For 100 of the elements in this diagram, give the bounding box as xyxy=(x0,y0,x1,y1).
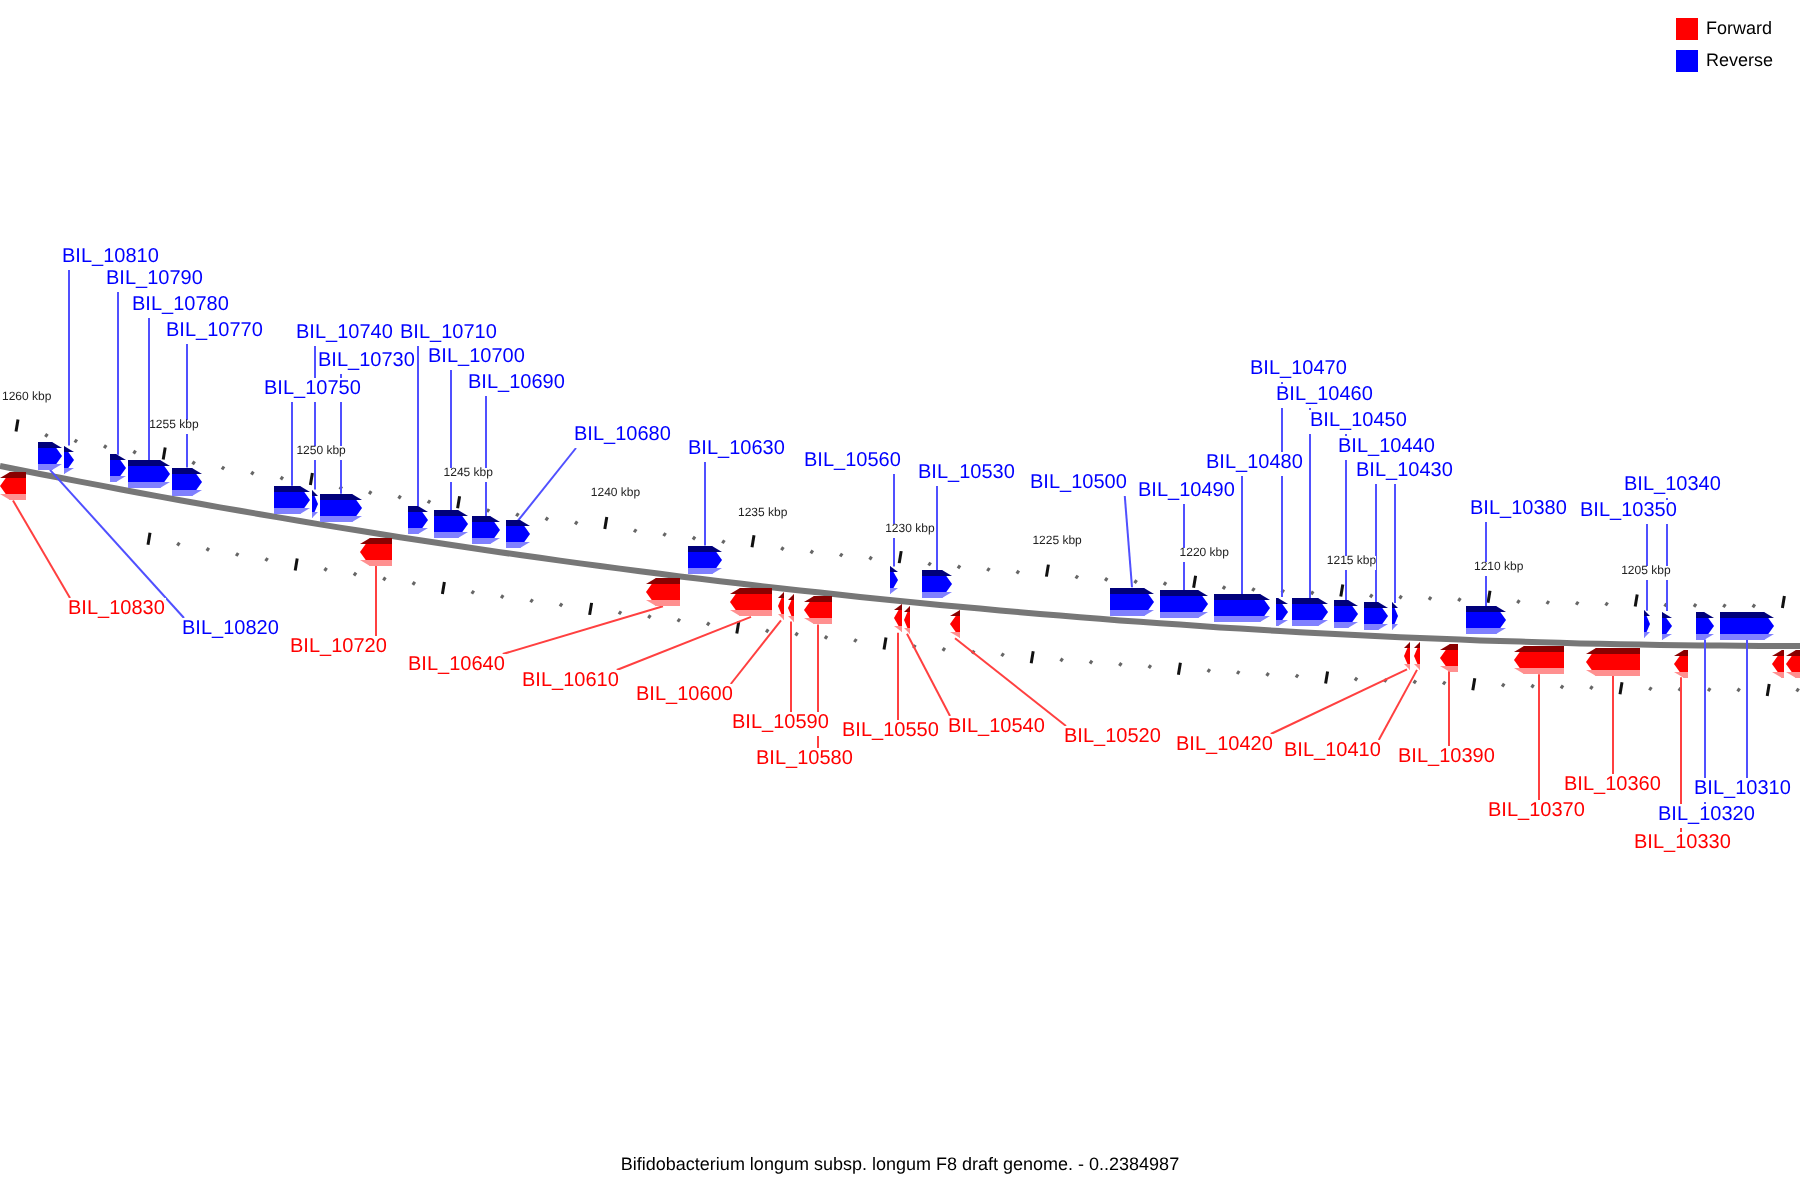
gene-label: BIL_10520 xyxy=(1062,726,1163,750)
gene-feature xyxy=(172,467,202,496)
gene-label: BIL_10600 xyxy=(634,684,735,708)
gene-feature xyxy=(1276,597,1288,626)
leader-line xyxy=(1241,475,1243,596)
gene-label: BIL_10310 xyxy=(1692,778,1793,802)
gene-feature xyxy=(1466,606,1506,635)
gene-label: BIL_10590 xyxy=(730,712,831,736)
legend-label: Forward xyxy=(1706,18,1773,40)
gene-label: BIL_10820 xyxy=(180,618,281,642)
leader-line xyxy=(729,619,782,685)
leader-line xyxy=(906,632,951,717)
gene-label: BIL_10440 xyxy=(1336,436,1437,460)
gene-label: BIL_10470 xyxy=(1248,358,1349,382)
leader-line xyxy=(417,345,419,507)
gene-feature xyxy=(1786,650,1800,678)
gene-label: BIL_10500 xyxy=(1028,472,1129,496)
gene-feature xyxy=(1720,611,1774,640)
gene-label: BIL_10630 xyxy=(686,438,787,462)
gene-label: BIL_10420 xyxy=(1174,734,1275,758)
gene-label: BIL_10330 xyxy=(1632,832,1733,856)
gene-label: BIL_10750 xyxy=(262,378,363,402)
gene-feature xyxy=(1440,643,1458,672)
leader-line xyxy=(117,291,119,456)
gene-feature xyxy=(1364,602,1388,630)
gene-label: BIL_10720 xyxy=(288,636,389,660)
gene-label: BIL_10370 xyxy=(1486,800,1587,824)
gene-label: BIL_10710 xyxy=(398,322,499,346)
gene-feature xyxy=(890,566,898,595)
gene-feature xyxy=(894,604,902,633)
leader-line xyxy=(704,461,706,547)
leader-line xyxy=(936,485,938,572)
gene-label: BIL_10320 xyxy=(1656,804,1757,828)
gene-label: BIL_10640 xyxy=(406,654,507,678)
leader-line xyxy=(450,369,452,512)
gene-label: BIL_10390 xyxy=(1396,746,1497,770)
gene-feature xyxy=(1404,641,1410,670)
gene-feature xyxy=(1292,598,1328,627)
leader-line xyxy=(615,615,752,671)
gene-feature xyxy=(1110,587,1154,616)
leader-line xyxy=(501,605,664,655)
gene-feature xyxy=(274,485,310,514)
leader-line xyxy=(375,564,377,637)
gene-label: BIL_10780 xyxy=(130,294,231,318)
gene-feature xyxy=(0,472,26,501)
leader-line xyxy=(517,447,577,522)
gene-label: BIL_10700 xyxy=(426,346,527,370)
gene-feature xyxy=(922,570,952,599)
gene-label: BIL_10580 xyxy=(754,748,855,772)
gene-feature xyxy=(1414,641,1420,670)
gene-feature xyxy=(360,537,392,566)
gene-feature xyxy=(1696,611,1714,640)
leader-line xyxy=(1646,523,1648,612)
gene-label: BIL_10610 xyxy=(520,670,621,694)
gene-feature xyxy=(1644,610,1650,639)
leader-line xyxy=(12,499,71,599)
gene-feature xyxy=(904,605,910,634)
leader-line xyxy=(1269,668,1408,735)
leader-line xyxy=(1448,670,1450,747)
gene-label: BIL_10450 xyxy=(1308,410,1409,434)
gene-label: BIL_10770 xyxy=(164,320,265,344)
gene-feature xyxy=(1334,600,1358,629)
gene-label: BIL_10340 xyxy=(1622,474,1723,498)
gene-feature xyxy=(408,505,428,534)
gene-feature xyxy=(1662,611,1672,640)
gene-feature xyxy=(646,578,680,607)
leader-line xyxy=(1377,668,1418,741)
gene-feature xyxy=(1214,594,1270,623)
gene-feature xyxy=(688,545,722,574)
leader-line xyxy=(1485,521,1487,608)
gene-feature xyxy=(950,610,960,639)
gene-label: BIL_10690 xyxy=(466,372,567,396)
legend-label: Reverse xyxy=(1706,50,1774,72)
gene-label: BIL_10830 xyxy=(66,598,167,622)
leader-line xyxy=(893,473,895,568)
gene-feature xyxy=(506,520,530,549)
leader-line xyxy=(954,637,1067,727)
gene-label: BIL_10550 xyxy=(840,720,941,744)
gene-label: BIL_10730 xyxy=(316,350,417,374)
gene-feature xyxy=(730,588,772,617)
gene-feature xyxy=(312,489,318,518)
gene-label: BIL_10460 xyxy=(1274,384,1375,408)
leader-line xyxy=(1123,495,1133,589)
gene-feature xyxy=(1674,649,1688,678)
gene-feature xyxy=(778,592,784,621)
gene-label: BIL_10540 xyxy=(946,716,1047,740)
gene-feature xyxy=(1160,590,1208,619)
gene-label: BIL_10430 xyxy=(1354,460,1455,484)
gene-label: BIL_10530 xyxy=(916,462,1017,486)
leader-line xyxy=(897,631,899,721)
caption: Bifidobacterium longum subsp. longum F8 draft genome. - 0..2384987 xyxy=(620,1154,1180,1174)
gene-label: BIL_10480 xyxy=(1204,452,1305,476)
gene-label: BIL_10350 xyxy=(1578,500,1679,524)
gene-feature xyxy=(804,596,832,625)
gene-label: BIL_10790 xyxy=(104,268,205,292)
gene-feature xyxy=(434,510,468,539)
leader-line xyxy=(49,468,185,619)
gene-feature xyxy=(110,454,126,483)
gene-feature xyxy=(788,593,794,622)
gene-feature xyxy=(1392,602,1398,631)
